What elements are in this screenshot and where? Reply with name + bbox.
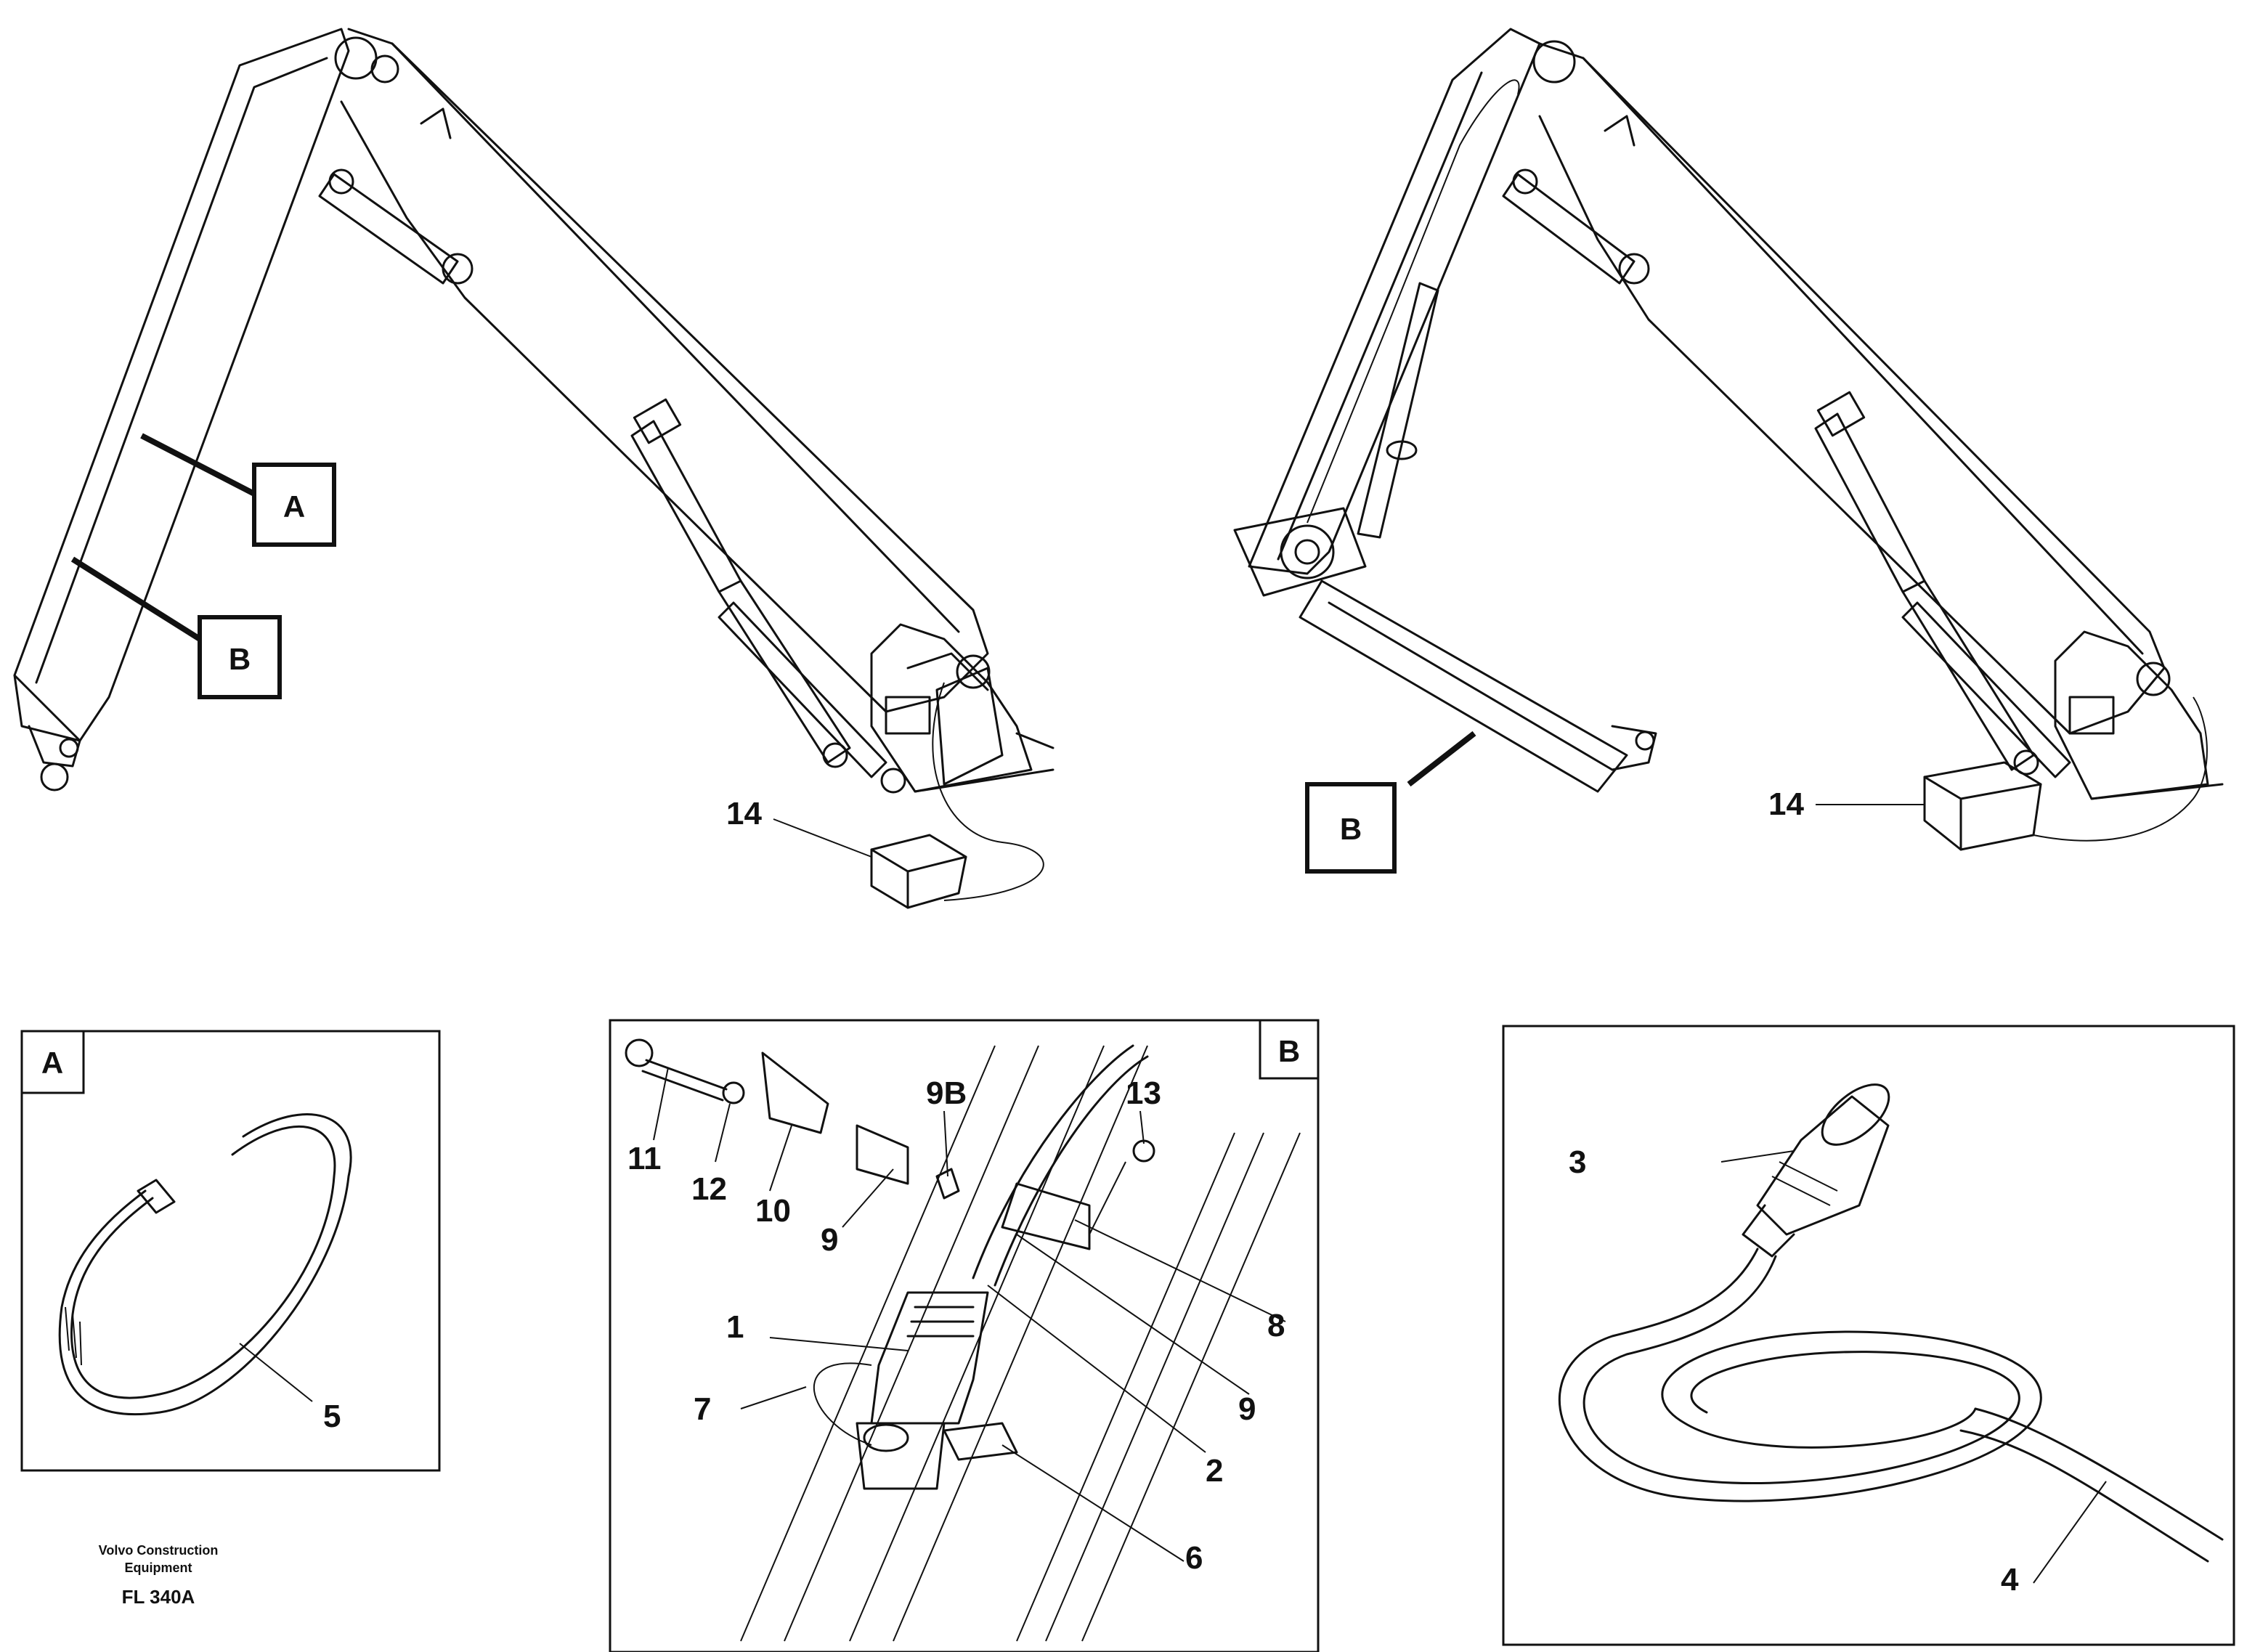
label-11: 11: [627, 1141, 662, 1176]
callout-A: A: [252, 463, 336, 547]
svg-text:B: B: [1340, 812, 1362, 846]
left-boom-assembly: [13, 28, 1055, 909]
label-9-top: 9: [821, 1222, 838, 1258]
leader-B-left: [70, 556, 202, 642]
label-12: 12: [691, 1171, 727, 1207]
label-9-bottom: 9: [1238, 1391, 1256, 1427]
footer-company: Volvo Construction: [99, 1543, 219, 1558]
svg-text:A: A: [283, 489, 305, 524]
label-5: 5: [323, 1399, 341, 1434]
label-4: 4: [2001, 1562, 2019, 1598]
label-3: 3: [1569, 1144, 1586, 1180]
footer-code: FL 340A: [122, 1586, 195, 1608]
label-14-right: 14: [1768, 786, 1804, 822]
detail-panel-A: A 5: [20, 1030, 441, 1472]
label-13: 13: [1126, 1075, 1161, 1111]
svg-text:B: B: [229, 642, 251, 676]
label-10: 10: [755, 1193, 791, 1229]
leader-14-left: [773, 818, 872, 858]
label-8: 8: [1267, 1308, 1285, 1343]
panel-A-tag: A: [41, 1046, 63, 1080]
label-2: 2: [1206, 1453, 1223, 1489]
cable-tie: [58, 1113, 352, 1416]
label-14-left: 14: [726, 796, 762, 831]
label-7: 7: [694, 1391, 711, 1427]
panel-B-tag: B: [1278, 1034, 1300, 1068]
footer: Volvo Construction Equipment FL 340A: [99, 1543, 219, 1608]
footer-company-2: Equipment: [125, 1561, 192, 1575]
label-6: 6: [1185, 1540, 1203, 1576]
plug: [1742, 1083, 1890, 1258]
detail-panel-B: B: [609, 1019, 1320, 1652]
leader-B-right: [1407, 731, 1476, 787]
right-boom-assembly: [1233, 28, 2224, 851]
label-9B: 9B: [926, 1075, 967, 1111]
callout-B-right: B: [1305, 782, 1397, 874]
detail-panel-cable: 3 4: [1502, 1025, 2235, 1646]
leader-A: [140, 433, 256, 497]
callout-B-left: B: [198, 615, 282, 699]
label-1: 1: [726, 1309, 744, 1345]
